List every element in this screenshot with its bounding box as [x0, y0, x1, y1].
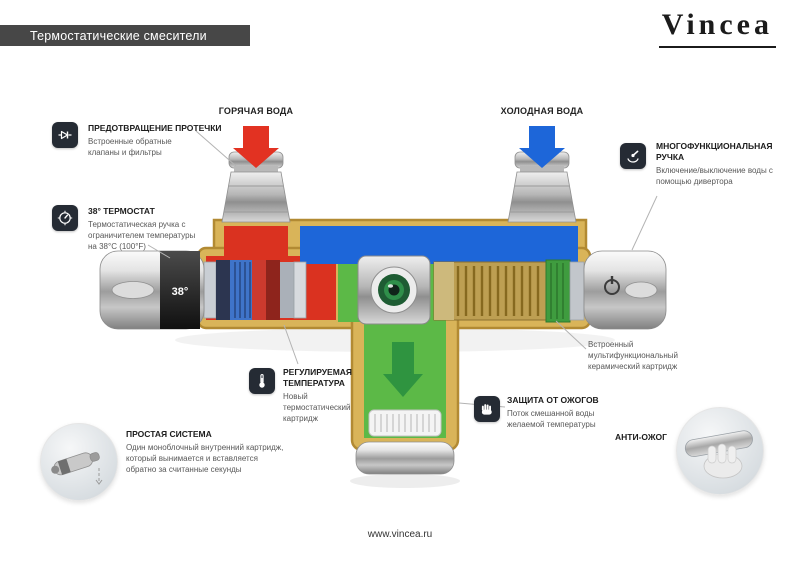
callout-text: Поток смешанной воды желаемой температур… — [507, 409, 596, 429]
callout-leak-prevention: ПРЕДОТВРАЩЕНИЕ ПРОТЕЧКИ Встроенные обрат… — [88, 123, 228, 159]
dial-icon — [52, 205, 78, 231]
cartridge-photo — [40, 423, 118, 501]
callout-simple-system: ПРОСТАЯ СИСТЕМА Один моноблочный внутрен… — [126, 429, 292, 475]
cold-channel — [300, 226, 578, 264]
brand-logo: Vincea — [658, 8, 776, 48]
callout-adjustable-temperature: РЕГУЛИРУЕМАЯ ТЕМПЕРАТУРА Новый термостат… — [283, 367, 375, 424]
callout-title: РЕГУЛИРУЕМАЯ ТЕМПЕРАТУРА — [283, 367, 353, 389]
spout-tip — [355, 441, 455, 475]
callout-title: 38° ТЕРМОСТАТ — [88, 206, 155, 216]
thermometer-icon — [249, 368, 275, 394]
callout-text: Включение/выключение воды с помощью диве… — [656, 166, 773, 186]
diverter-outlet — [357, 255, 431, 325]
diverter-icon — [620, 143, 646, 169]
callout-text: Один моноблочный внутренний картридж, ко… — [126, 443, 284, 474]
callout-text: Новый термостатический картридж — [283, 392, 351, 423]
cold-water-arrow — [519, 126, 565, 168]
callout-multifunction-handle: МНОГОФУНКЦИОНАЛЬНАЯ РУЧКА Включение/выкл… — [656, 141, 796, 188]
brand-logo-text: Vincea — [661, 8, 773, 41]
callout-text: Встроенный мультифункциональный керамиче… — [588, 340, 679, 371]
hot-water-arrow — [233, 126, 279, 168]
thermostatic-cartridge — [203, 260, 307, 320]
page-title: Термостатические смесители — [30, 28, 207, 43]
callout-text: Термостатическая ручка с ограничителем т… — [88, 220, 196, 251]
aerator — [368, 409, 442, 437]
hand-icon — [474, 396, 500, 422]
hand-on-faucet-photo — [676, 407, 764, 495]
website-url[interactable]: www.vincea.ru — [367, 529, 433, 540]
handle-grip-slot — [624, 281, 658, 299]
check-valve-icon — [52, 122, 78, 148]
callout-thermostat: 38° ТЕРМОСТАТ Термостатическая ручка с о… — [88, 206, 210, 252]
callout-title: ПРЕДОТВРАЩЕНИЕ ПРОТЕЧКИ — [88, 123, 222, 133]
handle-grip-slot — [111, 281, 155, 299]
ceramic-cartridge — [433, 259, 585, 323]
callout-title: ЗАЩИТА ОТ ОЖОГОВ — [507, 395, 599, 405]
callout-anti-burn-title: АНТИ-ОЖОГ — [615, 432, 667, 442]
handle-temp-label: 38° — [172, 286, 189, 298]
hot-water-label: ГОРЯЧАЯ ВОДА — [218, 106, 294, 116]
callout-burn-protection: ЗАЩИТА ОТ ОЖОГОВ Поток смешанной воды же… — [507, 395, 633, 431]
cold-water-label: ХОЛОДНАЯ ВОДА — [500, 106, 584, 116]
mixed-flow-arrow — [383, 342, 423, 397]
callout-ceramic-cartridge: Встроенный мультифункциональный керамиче… — [588, 340, 700, 372]
header-bar: Термостатические смесители — [0, 25, 250, 46]
diverter-handle — [583, 250, 667, 330]
thermostat-handle: 38° — [99, 250, 205, 330]
callout-text: Встроенные обратные клапаны и фильтры — [88, 137, 172, 157]
callout-title: МНОГОФУНКЦИОНАЛЬНАЯ РУЧКА — [656, 141, 773, 163]
callout-title: ПРОСТАЯ СИСТЕМА — [126, 429, 212, 439]
